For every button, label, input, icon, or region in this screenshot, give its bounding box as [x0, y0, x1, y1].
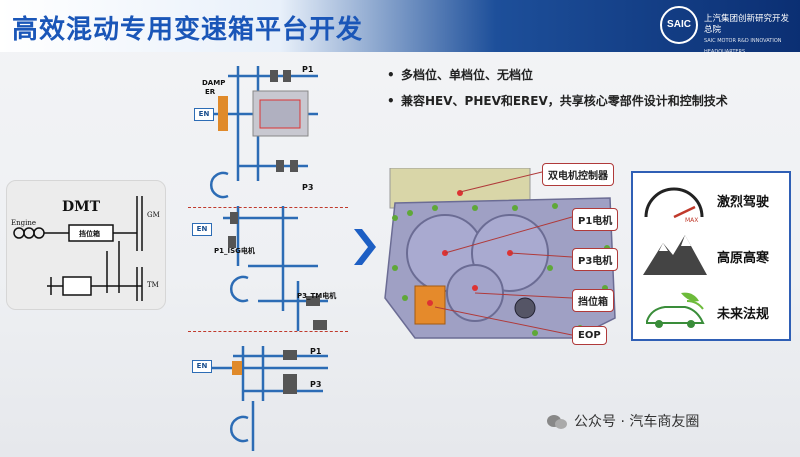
dmt-shift-label: 挡位箱: [79, 229, 100, 238]
gm-label: GM: [147, 211, 160, 219]
bullet-list: •多档位、单档位、无档位 •兼容HEV、PHEV和EREV，共享核心零部件设计和…: [387, 66, 728, 118]
engine-label: Engine: [11, 219, 36, 227]
bullet-item: •兼容HEV、PHEV和EREV，共享核心零部件设计和控制技术: [387, 94, 728, 108]
callout-p1-motor: P1电机: [572, 208, 619, 231]
feature-plateau-cold: 高原高寒: [633, 231, 789, 283]
feature-label: 高原高寒: [717, 251, 770, 266]
separator-line: [188, 207, 348, 208]
org-name-text: 上汽集团创新研究开发总院: [704, 14, 790, 35]
feature-future-regulations: 未来法规: [633, 287, 789, 339]
p1-isg-label: P1_ISG电机: [214, 247, 255, 255]
watermark-text: 公众号 · 汽车商友圈: [574, 414, 700, 430]
chevron-right-icon: [354, 229, 376, 265]
svg-text:MAX: MAX: [685, 217, 698, 224]
p1-label-top: P1: [302, 65, 314, 74]
bullet-text: 兼容HEV、PHEV和EREV，共享核心零部件设计和控制技术: [401, 94, 728, 108]
bullet-text: 多档位、单档位、无档位: [401, 68, 534, 82]
dmt-diagram: DMT Engine 挡位箱 GM TM: [6, 180, 166, 310]
p3-label-bottom: P3: [310, 380, 322, 389]
wechat-icon: [547, 415, 567, 429]
engine-box-top: EN: [194, 108, 214, 121]
dmt-schematic: [13, 196, 143, 301]
mountain-icon: [643, 235, 707, 275]
feature-panel: MAX 激烈驾驶 高原高寒 未来法规: [631, 171, 791, 341]
er-label: ER: [205, 88, 216, 96]
callout-controller: 双电机控制器: [542, 163, 614, 186]
damper-label: DAMP: [202, 79, 226, 87]
saic-logo: SAIC: [660, 6, 698, 44]
callout-p3-motor: P3电机: [572, 248, 619, 271]
feature-aggressive-driving: MAX 激烈驾驶: [633, 175, 789, 227]
separator-line: [188, 331, 348, 332]
callout-shift-box: 挡位箱: [572, 289, 614, 312]
p3-label-top: P3: [302, 183, 314, 192]
callout-eop: EOP: [572, 326, 607, 345]
engine-box-bottom: EN: [192, 360, 212, 373]
feature-label: 激烈驾驶: [717, 195, 770, 210]
page-title: 高效混动专用变速箱平台开发: [12, 15, 364, 45]
engine-box-mid: EN: [192, 223, 212, 236]
bullet-item: •多档位、单档位、无档位: [387, 68, 534, 82]
speedometer-icon: MAX: [644, 187, 704, 224]
dmt-title: DMT: [62, 199, 101, 215]
feature-label: 未来法规: [717, 307, 770, 322]
org-sub-text: SAIC MOTOR R&D INNOVATION HEADQUARTERS: [704, 38, 782, 55]
eco-car-icon: [646, 292, 705, 328]
p1-label-bottom: P1: [310, 347, 322, 356]
org-name: 上汽集团创新研究开发总院 SAIC MOTOR R&D INNOVATION H…: [704, 14, 796, 58]
tm-label: TM: [147, 281, 159, 289]
schematic-column: [208, 66, 328, 451]
p3-tm-label: P3_TM电机: [297, 292, 337, 300]
